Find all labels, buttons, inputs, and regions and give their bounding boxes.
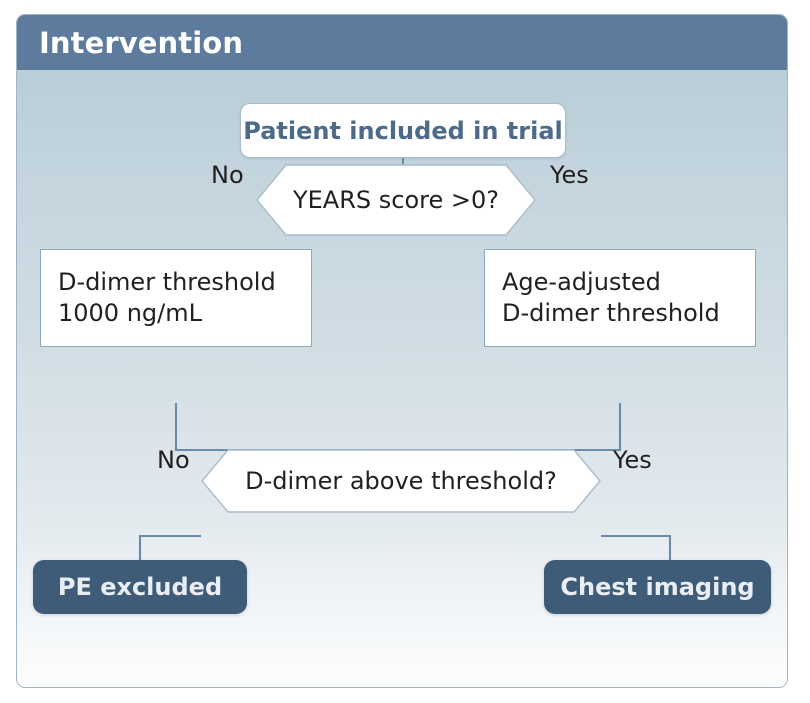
figure-header: Intervention [17,15,787,70]
node-ddimer-threshold-fixed[interactable]: D-dimer threshold 1000 ng/mL [40,249,312,347]
node-ddimer-threshold-age-adjusted[interactable]: Age-adjusted D-dimer threshold [484,249,756,347]
node-label: D-dimer above threshold? [245,467,557,495]
node-label: PE excluded [57,573,223,601]
node-patient-included[interactable]: Patient included in trial [240,103,566,158]
page-title: Intervention [39,26,244,60]
node-years-score-decision[interactable]: YEARS score >0? [256,164,536,236]
node-label-line2: 1000 ng/mL [58,299,202,327]
branch-label-yes-1: Yes [550,161,589,189]
node-chest-imaging[interactable]: Chest imaging [544,560,771,614]
node-label: YEARS score >0? [292,186,499,214]
connector-right-merge [403,403,622,452]
node-label-line1: Age-adjusted [502,268,661,297]
connector-left-merge [174,403,403,452]
node-pe-excluded[interactable]: PE excluded [33,560,247,614]
node-label: Patient included in trial [243,116,563,145]
node-label-line1: D-dimer threshold [58,268,276,297]
hexagon-shape [256,164,536,236]
node-ddimer-above-threshold-decision[interactable]: D-dimer above threshold? [201,449,601,513]
node-label-block: D-dimer threshold 1000 ng/mL [41,267,276,329]
branch-label-yes-2: Yes [613,446,652,474]
figure-panel: Intervention P [16,14,788,688]
hexagon-shape [201,449,601,513]
branch-label-no-1: No [211,161,244,189]
branch-label-no-2: No [157,446,190,474]
node-label-block: Age-adjusted D-dimer threshold [485,267,720,329]
node-label: Chest imaging [560,573,755,601]
node-label-line2: D-dimer threshold [502,299,720,327]
